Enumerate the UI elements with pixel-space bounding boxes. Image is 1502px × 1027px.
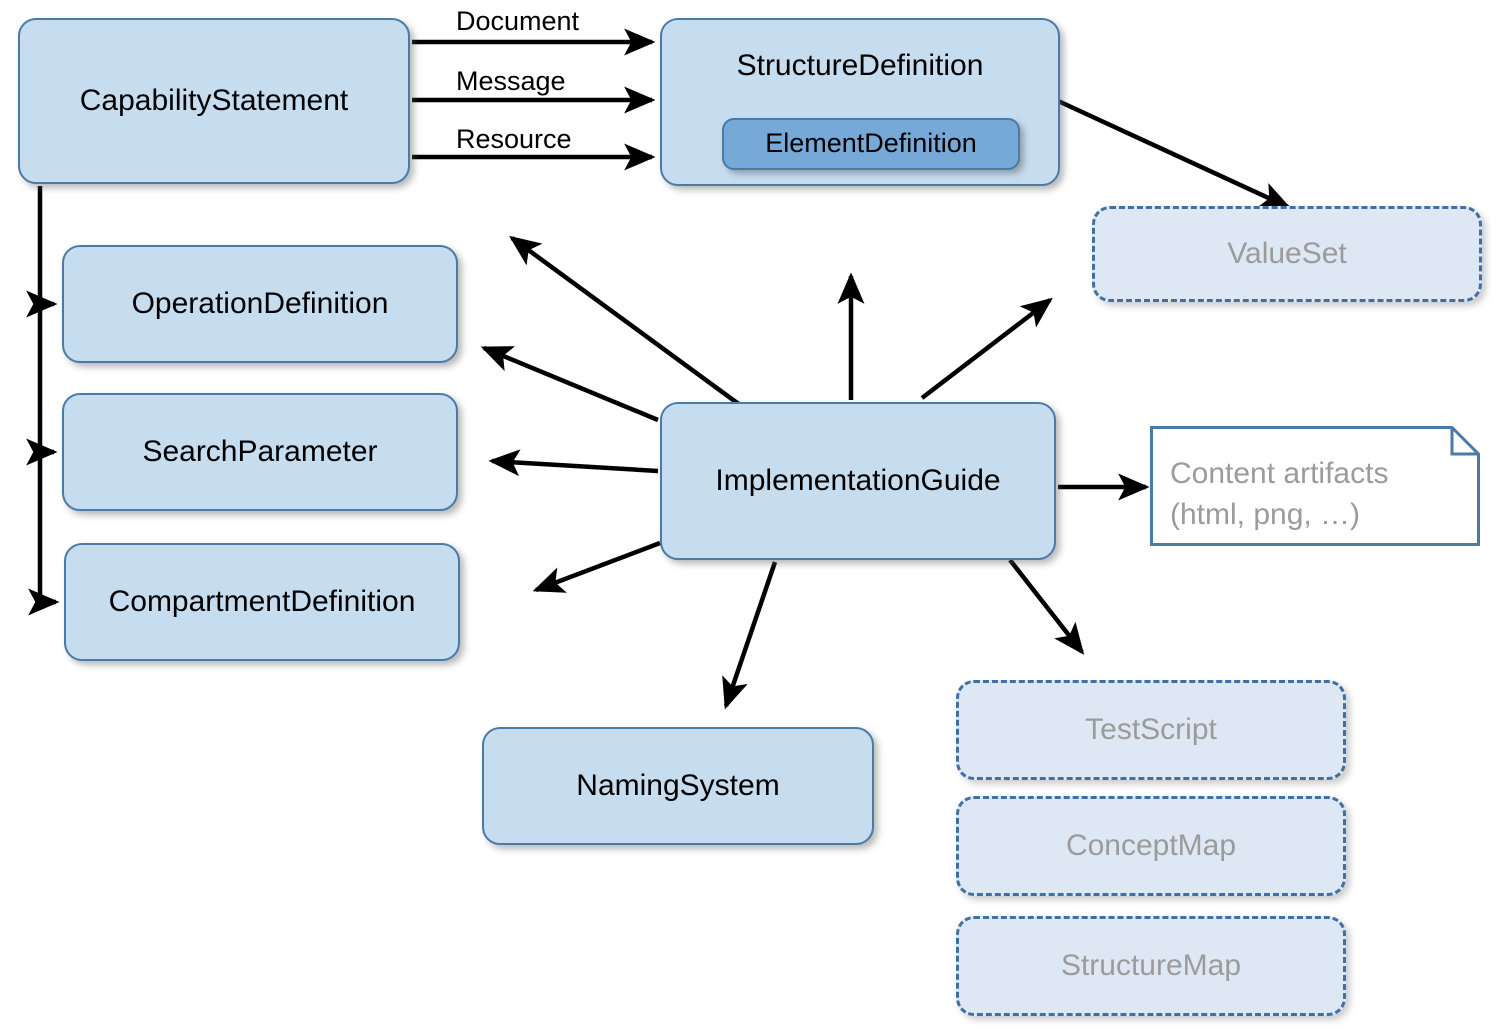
edge-ig-to-compartmentdefinition bbox=[532, 540, 661, 593]
note-content-artifacts[interactable]: Content artifacts (html, png, …) bbox=[1150, 426, 1480, 546]
node-element-definition[interactable]: ElementDefinition bbox=[722, 118, 1020, 170]
node-operation-definition[interactable]: OperationDefinition bbox=[62, 245, 458, 363]
node-label-concept-map: ConceptMap bbox=[1065, 829, 1237, 863]
node-label-search-parameter: SearchParameter bbox=[142, 435, 378, 469]
node-label-value-set: ValueSet bbox=[1227, 237, 1347, 271]
node-label-compartment-definition: CompartmentDefinition bbox=[108, 585, 416, 619]
edge-ig-to-testscript bbox=[1008, 558, 1085, 655]
node-label-capability-statement: CapabilityStatement bbox=[79, 84, 349, 118]
edge-capability-to-operation bbox=[26, 186, 58, 318]
node-label-element-definition: ElementDefinition bbox=[765, 128, 977, 159]
node-compartment-definition[interactable]: CompartmentDefinition bbox=[64, 543, 460, 661]
node-search-parameter[interactable]: SearchParameter bbox=[62, 393, 458, 511]
node-label-naming-system: NamingSystem bbox=[576, 769, 780, 803]
node-label-structure-definition: StructureDefinition bbox=[736, 49, 984, 82]
edge-capability-to-compartment bbox=[28, 452, 60, 616]
node-structure-map[interactable]: StructureMap bbox=[956, 916, 1346, 1016]
note-text-content-artifacts: Content artifacts (html, png, …) bbox=[1170, 457, 1389, 531]
edge-ig-to-namingsystem bbox=[722, 561, 778, 710]
node-implementation-guide[interactable]: ImplementationGuide bbox=[660, 402, 1056, 560]
edge-ig-to-valueset bbox=[920, 297, 1053, 400]
edge-ig-to-operationdefinition bbox=[480, 345, 659, 423]
node-label-test-script: TestScript bbox=[1085, 713, 1217, 747]
node-naming-system[interactable]: NamingSystem bbox=[482, 727, 874, 845]
node-label-implementation-guide: ImplementationGuide bbox=[715, 464, 1001, 498]
node-test-script[interactable]: TestScript bbox=[956, 680, 1346, 780]
node-label-operation-definition: OperationDefinition bbox=[131, 287, 389, 321]
edge-ig-to-searchparameter bbox=[488, 449, 659, 477]
node-capability-statement[interactable]: CapabilityStatement bbox=[18, 18, 410, 184]
node-concept-map[interactable]: ConceptMap bbox=[956, 796, 1346, 896]
edge-structure-to-valueset bbox=[1055, 97, 1292, 210]
edge-label-document: Document bbox=[456, 6, 580, 36]
edge-ig-to-structuredefinition bbox=[509, 235, 742, 407]
node-value-set[interactable]: ValueSet bbox=[1092, 206, 1482, 302]
note-shape-icon bbox=[1150, 426, 1480, 546]
edge-label-resource: Resource bbox=[456, 124, 572, 154]
edge-capability-to-searchparameter bbox=[26, 304, 58, 466]
edge-label-message: Message bbox=[456, 66, 566, 96]
node-label-structure-map: StructureMap bbox=[1060, 949, 1242, 983]
